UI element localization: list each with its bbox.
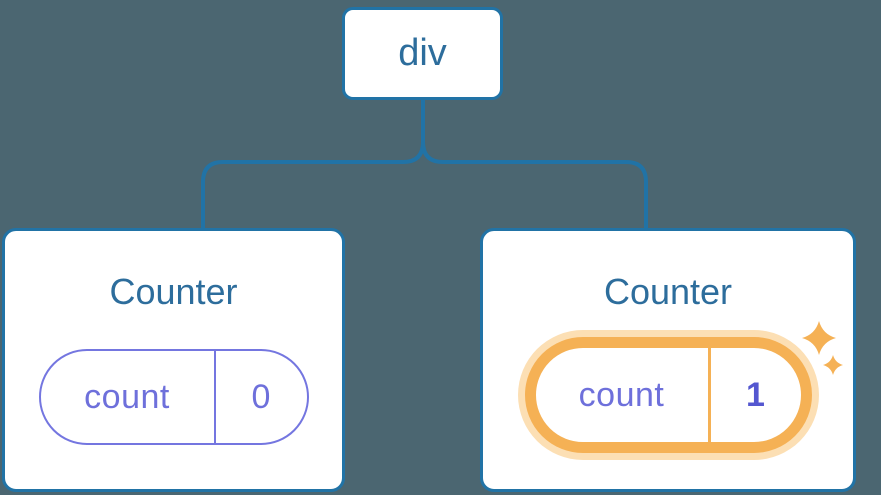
sparkles-icon xyxy=(802,321,843,375)
state-pill: count 0 xyxy=(38,349,309,445)
state-value: 0 xyxy=(213,351,307,443)
state-key-label: count xyxy=(578,375,665,414)
component-title: Counter xyxy=(109,271,238,312)
counter-card-left: Counter count 0 xyxy=(2,228,345,492)
state-value: 1 xyxy=(707,348,801,442)
counter-card-right: Counter count 1 xyxy=(480,228,856,492)
state-pill-highlighted: count 1 xyxy=(524,337,812,453)
root-node-div: div xyxy=(342,7,503,100)
component-title: Counter xyxy=(603,271,733,312)
state-key-label: count xyxy=(84,377,170,416)
root-node-label: div xyxy=(398,32,447,74)
